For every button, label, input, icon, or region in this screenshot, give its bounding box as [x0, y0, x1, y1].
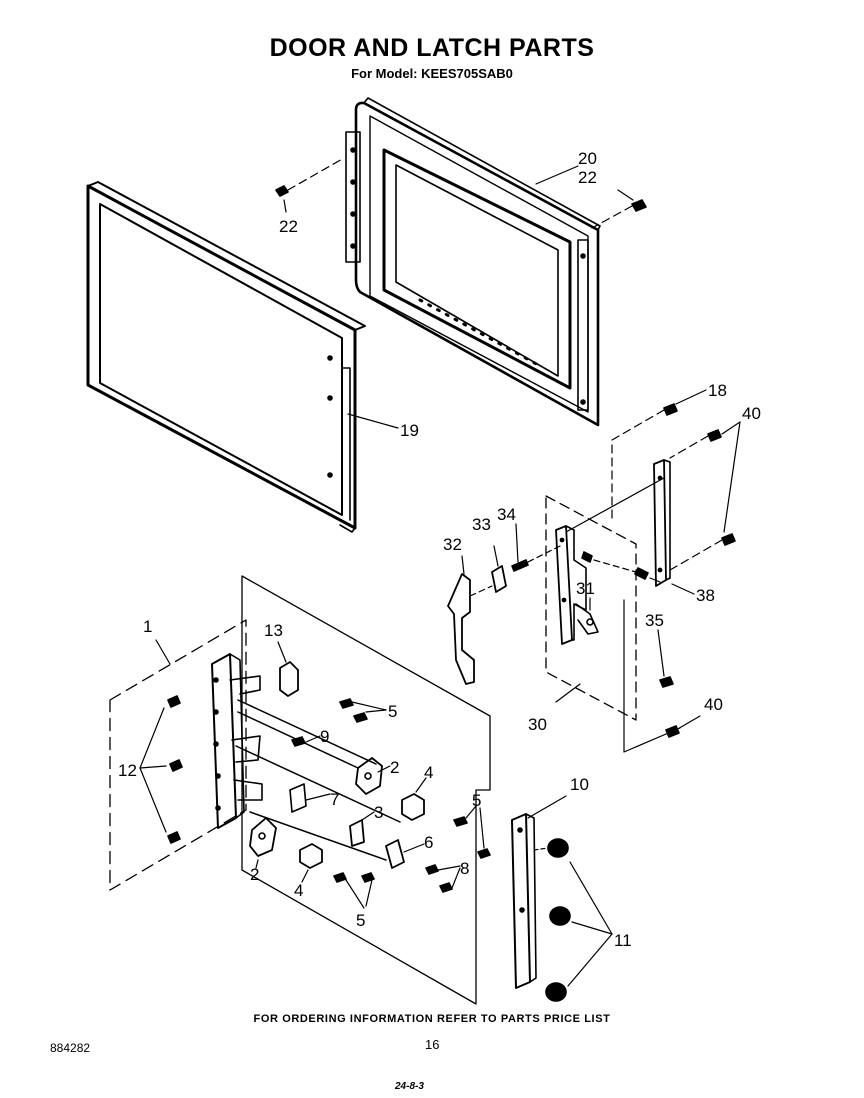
callout-33: 33	[472, 515, 491, 534]
cam-2-lower	[249, 817, 277, 857]
latch-lever-33	[491, 545, 507, 593]
screw-22-left	[275, 157, 345, 213]
callout-2-lower: 2	[250, 865, 259, 884]
callout-30: 30	[528, 715, 547, 734]
callout-20: 20	[578, 149, 597, 168]
bracket-4-upper	[401, 793, 425, 821]
callout-12: 12	[118, 761, 137, 780]
callout-35: 35	[645, 611, 664, 630]
callout-6: 6	[424, 833, 433, 852]
callout-2-upper: 2	[390, 758, 399, 777]
rollers-11	[533, 838, 613, 1002]
callout-22-right: 22	[578, 168, 597, 187]
document-number: 884282	[50, 1041, 91, 1055]
callout-40-top: 40	[742, 404, 761, 423]
callout-32: 32	[443, 535, 462, 554]
callout-40-bottom: 40	[704, 695, 723, 714]
callout-5-right: 5	[472, 791, 481, 810]
callout-3: 3	[374, 803, 383, 822]
callout-5-top: 5	[388, 702, 397, 721]
plate-7	[289, 783, 331, 813]
screw-22-right	[591, 189, 647, 229]
door-inner-panel-20	[345, 97, 601, 427]
screw-40-mid	[669, 533, 736, 571]
latch-arm-13	[277, 641, 299, 697]
screws-12	[139, 695, 183, 844]
hinge-rail-10	[511, 795, 567, 989]
latch-cam-31	[575, 603, 599, 635]
callout-34: 34	[497, 505, 516, 524]
callout-8: 8	[460, 859, 469, 878]
ordering-note: FOR ORDERING INFORMATION REFER TO PARTS …	[253, 1013, 611, 1025]
bracket-4-lower	[299, 843, 323, 869]
screw-40-bottom	[665, 715, 701, 738]
latch-plate-1	[211, 653, 263, 829]
callout-11: 11	[614, 931, 632, 950]
latch-assembly-outline-30	[545, 495, 637, 721]
latch-plate-30	[555, 477, 665, 645]
callout-4-upper: 4	[424, 763, 433, 782]
callout-22-left: 22	[279, 217, 298, 236]
screw-35-bottom	[657, 629, 674, 688]
spring-3	[349, 819, 365, 847]
callout-18: 18	[708, 381, 727, 400]
model-subtitle: For Model: KEES705SAB0	[351, 66, 513, 81]
callout-19: 19	[400, 421, 419, 440]
callout-13: 13	[264, 621, 283, 640]
door-frame-19	[86, 181, 366, 533]
screws-5-and-8	[291, 698, 491, 909]
callout-labels: 20 22 22 19 18 40 34 33 32 38 31 35 30 4…	[118, 149, 761, 950]
callout-10: 10	[570, 775, 589, 794]
screw-18	[611, 389, 707, 521]
callout-7: 7	[330, 790, 339, 809]
latch-mount-outline	[241, 575, 491, 1005]
latch-assembly-outline-1	[109, 619, 247, 891]
callout-31: 31	[576, 579, 595, 598]
callout-9: 9	[320, 727, 329, 746]
callout-1: 1	[143, 617, 152, 636]
latch-spring-35	[581, 551, 661, 583]
page-title: DOOR AND LATCH PARTS	[269, 34, 595, 62]
latch-rods	[235, 699, 401, 861]
handwritten-stamp: 24-8-3	[395, 1081, 424, 1092]
lever-6	[385, 839, 425, 869]
latch-pin-34	[511, 523, 561, 572]
cam-2-upper	[355, 757, 383, 795]
callout-38: 38	[696, 586, 715, 605]
screw-40-top	[669, 429, 722, 459]
page-number: 16	[425, 1037, 440, 1052]
callout-5-bottom: 5	[356, 911, 365, 930]
latch-hook-32	[447, 573, 493, 685]
callout-4-lower: 4	[294, 881, 303, 900]
